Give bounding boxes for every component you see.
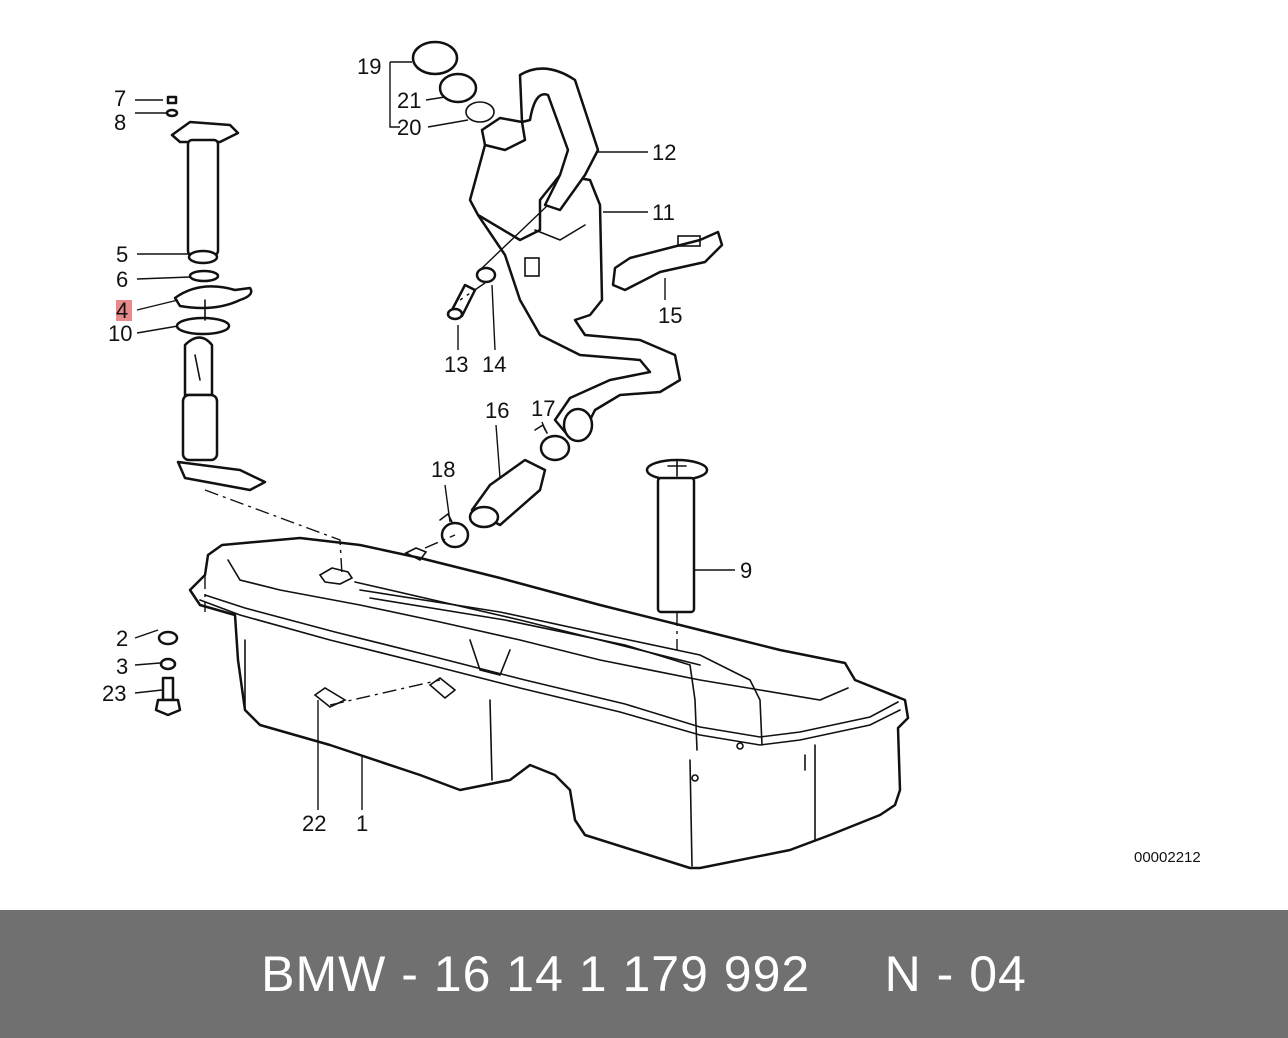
callout-12: 12 xyxy=(652,140,676,165)
bracket xyxy=(611,230,724,292)
callout-7: 7 xyxy=(114,86,126,111)
mounting-hardware xyxy=(154,95,182,717)
callout-13: 13 xyxy=(444,352,468,377)
callout-11: 11 xyxy=(652,200,675,225)
connecting-hose xyxy=(439,423,571,549)
callout-10: 10 xyxy=(108,321,132,346)
callout-2: 2 xyxy=(116,626,128,651)
drawing-code: 00002212 xyxy=(1134,849,1201,866)
callout-14: 14 xyxy=(482,352,506,377)
callout-18: 18 xyxy=(431,457,455,482)
callout-8: 8 xyxy=(114,110,126,135)
callout-19: 19 xyxy=(357,54,381,79)
callout-16: 16 xyxy=(485,398,509,423)
leader-lines xyxy=(134,61,735,810)
footer-bar: BMW - 16 14 1 179 992 N - 04 xyxy=(0,910,1288,1038)
callout-6: 6 xyxy=(116,267,128,292)
vent-valve xyxy=(446,204,549,321)
fuel-pump-assembly xyxy=(170,120,267,492)
part-callouts: 7 8 5 6 4 10 19 21 20 12 11 15 13 14 16 … xyxy=(102,54,1201,866)
callout-1: 1 xyxy=(356,811,368,836)
callout-15: 15 xyxy=(658,303,682,328)
callout-21: 21 xyxy=(397,88,421,113)
callout-3: 3 xyxy=(116,654,128,679)
level-sender xyxy=(645,458,709,614)
callout-23: 23 xyxy=(102,681,126,706)
callout-5: 5 xyxy=(116,242,128,267)
filler-neck-assembly xyxy=(411,40,682,443)
callout-4: 4 xyxy=(116,298,128,323)
parts-diagram: 7 8 5 6 4 10 19 21 20 12 11 15 13 14 16 … xyxy=(102,40,1201,870)
highlight-marker xyxy=(116,300,132,321)
callout-9: 9 xyxy=(740,558,752,583)
part-number-caption: BMW - 16 14 1 179 992 N - 04 xyxy=(261,946,1027,1002)
fuel-tank xyxy=(188,536,910,870)
callout-22: 22 xyxy=(302,811,326,836)
callout-20: 20 xyxy=(397,115,421,140)
callout-17: 17 xyxy=(531,396,555,421)
assembly-centerlines xyxy=(204,282,678,706)
